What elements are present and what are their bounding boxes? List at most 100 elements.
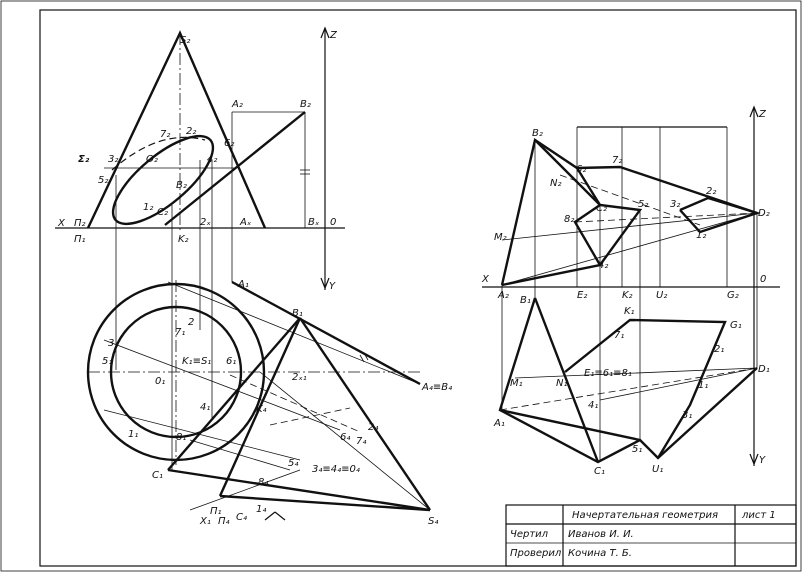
label-8-4: 8₄: [258, 477, 268, 488]
label-r-Z: Z: [758, 109, 767, 120]
right-labels: B₂ Z 7₂ 6₂ N₂ C₂ 5₂ 3₂ 2₂ D₂ 8₂ 1₂ M₂ 4₂…: [481, 109, 770, 477]
label-r-N2: N₂: [550, 178, 562, 189]
label-r-U1: U₁: [652, 464, 663, 475]
label-r-E2: E₂: [577, 290, 587, 301]
label-Z: Z: [329, 30, 338, 41]
label-8-top: 8₁: [176, 432, 186, 443]
label-r-M2: M₂: [494, 232, 507, 243]
label-r-X: X: [481, 274, 490, 285]
label-S4: S₄: [428, 516, 438, 527]
label-7: 7₂: [160, 129, 170, 140]
label-P1b: Π₁: [210, 506, 222, 517]
label-r-6: 6₂: [576, 164, 586, 175]
label-r-A1: A₁: [493, 418, 505, 429]
label-O: 0: [330, 217, 336, 228]
label-S2: S₂: [180, 35, 190, 46]
label-P2: Π₂: [74, 218, 86, 229]
stamp-title: Начертательная геометрия: [572, 510, 718, 521]
left-construction: [55, 26, 431, 521]
label-4-top: 4₁: [200, 402, 210, 413]
label-r-B1: B₁: [520, 295, 531, 306]
label-sigma: Σ₂: [78, 154, 90, 165]
plane-trace-line: [164, 111, 306, 226]
label-r-M1: M₁: [510, 378, 523, 389]
label-r-U2: U₂: [656, 290, 667, 301]
label-Y: Y: [329, 281, 336, 292]
label-r-C2: C₂: [596, 203, 607, 214]
label-r-K1: K₁: [624, 306, 635, 317]
label-r-4: 4₂: [598, 260, 608, 271]
stamp-sheet: лист 1: [741, 510, 776, 521]
label-C1: C₁: [152, 470, 163, 481]
label-P1: Π₁: [74, 234, 86, 245]
stamp-checked-name: Кочина Т. Б.: [568, 548, 632, 559]
label-2x1: 2ₓ₁: [292, 372, 307, 383]
title-block: Начертательная геометрия лист 1 Чертил И…: [505, 504, 797, 567]
section-ellipse-front: [111, 134, 215, 226]
label-r-N1: N₁: [556, 378, 568, 389]
label-r-4-1: 4₁: [588, 400, 598, 411]
label-r-D2: D₂: [758, 208, 770, 219]
stamp-checked-label: Проверил: [510, 548, 562, 559]
label-1-top: 1₁: [128, 429, 138, 440]
label-K4: K₄: [256, 404, 267, 415]
label-2x: 2ₓ: [200, 217, 211, 228]
label-r-Y: Y: [759, 455, 766, 466]
label-2-4: 2₄: [368, 422, 378, 433]
label-K1S1: K₁≡S₁: [182, 356, 211, 367]
label-5-4: 5₄: [288, 458, 298, 469]
label-r-7: 7₂: [612, 155, 622, 166]
label-r-2: 2₂: [706, 186, 716, 197]
label-7-4: 7₄: [356, 436, 366, 447]
label-X1: X₁: [199, 516, 211, 527]
stamp-drew-name: Иванов И. И.: [568, 529, 634, 540]
label-K2: K₂: [178, 234, 189, 245]
label-r-3-1: 3₁: [682, 410, 692, 421]
label-C2: C₂: [157, 207, 168, 218]
label-r-1-1: 1₁: [698, 380, 708, 391]
right-construction: [482, 105, 780, 466]
label-C4: C₄: [236, 512, 247, 523]
label-A4B4: A₄≡B₄: [421, 382, 452, 393]
label-6: 6₂: [224, 138, 234, 149]
left-labels: S₂ A₂ B₂ Z 7₂ 2₂ 6₂ 3₂ O₂ 4₂ 5₂ B₂ 1₂ C₂…: [57, 30, 452, 527]
label-r-5-1: 5₁: [632, 444, 642, 455]
label-r-3: 3₂: [670, 199, 680, 210]
label-2-top: 2: [188, 317, 194, 328]
label-r-A2: A₂: [497, 290, 509, 301]
label-A1: A₁: [237, 279, 249, 290]
label-3-top: 3: [108, 338, 114, 349]
label-r-2-1: 2₁: [714, 344, 724, 355]
label-1: 1₂: [143, 202, 153, 213]
label-A2: A₂: [231, 99, 243, 110]
label-r-C1: C₁: [594, 466, 605, 477]
label-1-4: 1₄: [256, 504, 266, 515]
label-r-7-1: 7₁: [614, 330, 624, 341]
label-B2: B₂: [300, 99, 311, 110]
stamp-drew-label: Чертил: [510, 529, 549, 540]
label-B2b: B₂: [176, 180, 187, 191]
label-X: X: [57, 218, 66, 229]
label-5-top: 5₁: [102, 356, 112, 367]
label-r-B2: B₂: [532, 128, 543, 139]
label-r-K2: K₂: [622, 290, 633, 301]
label-Ax: Aₓ: [239, 217, 252, 228]
label-r-8: 8₂: [564, 214, 574, 225]
label-r-5: 5₂: [638, 199, 648, 210]
label-5: 5₂: [98, 175, 108, 186]
label-6-top: 6₁: [226, 356, 236, 367]
label-7-top: 7₁: [175, 327, 185, 338]
label-r-1: 1₂: [696, 230, 706, 241]
label-6-4: 6₄: [340, 432, 350, 443]
trace-top: [167, 317, 301, 471]
label-B1: B₁: [292, 308, 303, 319]
label-3-4: 3₄≡4₄≡0₄: [312, 464, 360, 475]
label-r-O: 0: [760, 274, 766, 285]
label-3: 3₂: [108, 154, 118, 165]
label-2: 2₂: [186, 126, 196, 137]
label-P4: Π₄: [218, 516, 230, 527]
label-Bx: Bₓ: [308, 217, 320, 228]
drawing-frame: [39, 9, 797, 567]
